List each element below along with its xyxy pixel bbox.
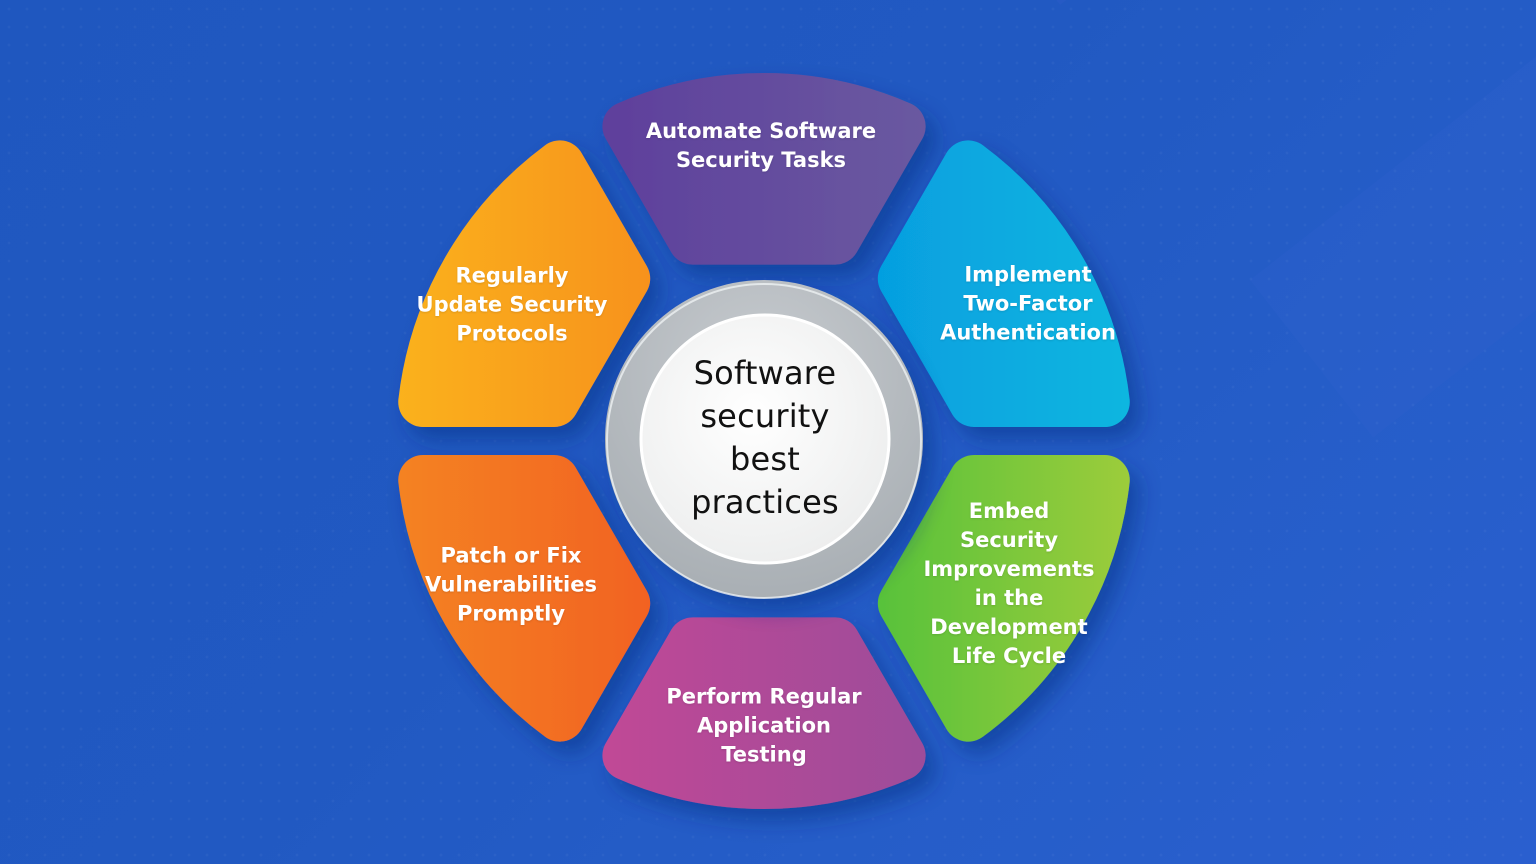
hub-title: Software security best practices [691,354,839,521]
label-implement-two-factor-authentication: Implement Two-Factor Authentication [940,262,1116,345]
segment-bottom-left [398,455,651,742]
label-regularly-update-security-protocols: Regularly Update Security Protocols [416,263,608,346]
segment-bottom-right [877,455,1130,742]
segment-top-right [877,140,1130,427]
segment-top-left [398,140,651,427]
label-automate-software-security-tasks: Automate Software Security Tasks [645,119,877,172]
segment-top [602,73,926,265]
hub-disc [641,315,889,563]
hub-ring-highlight [606,283,922,599]
label-embed-security-improvements: Embed Security Improvements in the Devel… [923,499,1095,668]
label-patch-or-fix-vulnerabilities: Patch or Fix Vulnerabilities Promptly [425,543,597,626]
hub-disc-rim [639,313,891,565]
segment-bottom [602,617,926,809]
label-perform-regular-application-testing: Perform Regular Application Testing [666,684,862,767]
